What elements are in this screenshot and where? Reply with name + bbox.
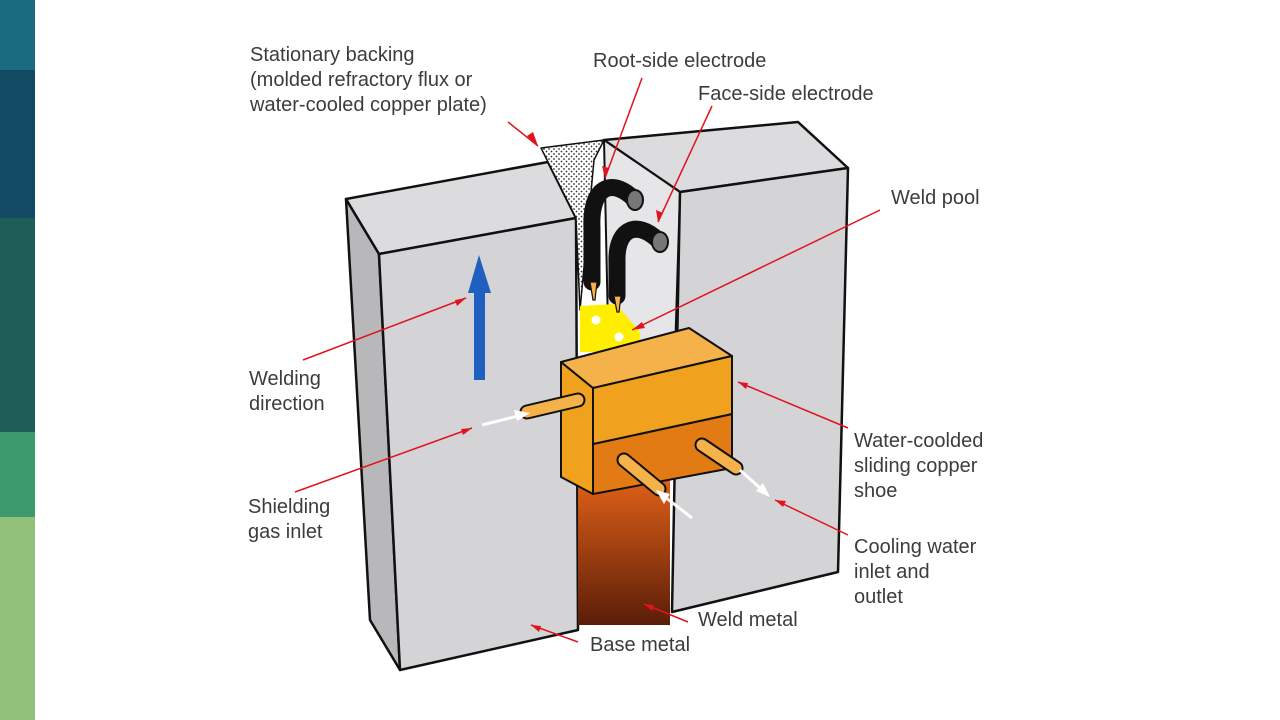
leader-arrowheads <box>455 132 786 632</box>
root-side-electrode-tip <box>589 281 598 301</box>
label-cooling-water: Cooling water inlet and outlet <box>854 536 977 608</box>
side-bar-segment <box>0 70 35 218</box>
label-face-side-electrode: Face-side electrode <box>698 83 874 105</box>
arc-spot <box>614 332 624 342</box>
arc-spot <box>591 315 601 325</box>
label-weld-pool: Weld pool <box>891 187 980 209</box>
decorative-side-bar <box>0 0 35 720</box>
label-sliding-copper-shoe: Water-coolded sliding copper shoe <box>854 430 984 502</box>
face-side-electrode <box>608 220 667 305</box>
root-side-electrode <box>583 179 642 291</box>
label-stationary-backing: Stationary backing (molded refractory fl… <box>250 44 487 116</box>
face-side-electrode-tip <box>613 295 622 313</box>
side-bar-segment <box>0 517 35 720</box>
diagram-illustration <box>294 77 881 672</box>
face-side-electrode-end <box>651 231 669 253</box>
flow-arrows <box>481 410 770 520</box>
side-bar-segment <box>0 218 35 432</box>
label-shielding-gas-inlet: Shielding gas inlet <box>248 496 331 543</box>
weld-metal <box>578 470 670 625</box>
electroslag-welding-diagram: Stationary backing (molded refractory fl… <box>240 0 1040 720</box>
copper-shoe-front <box>592 355 733 445</box>
root-side-electrode-end <box>626 189 644 211</box>
side-bar-segment <box>0 0 35 70</box>
label-weld-metal: Weld metal <box>698 609 798 631</box>
leader-lines <box>294 77 881 643</box>
side-bar-segment <box>0 432 35 517</box>
left-plate-front-face <box>377 216 580 672</box>
label-welding-direction: Welding direction <box>249 368 325 415</box>
label-root-side-electrode: Root-side electrode <box>593 50 767 72</box>
label-base-metal: Base metal <box>590 634 691 656</box>
welding-direction-arrow <box>468 255 491 380</box>
